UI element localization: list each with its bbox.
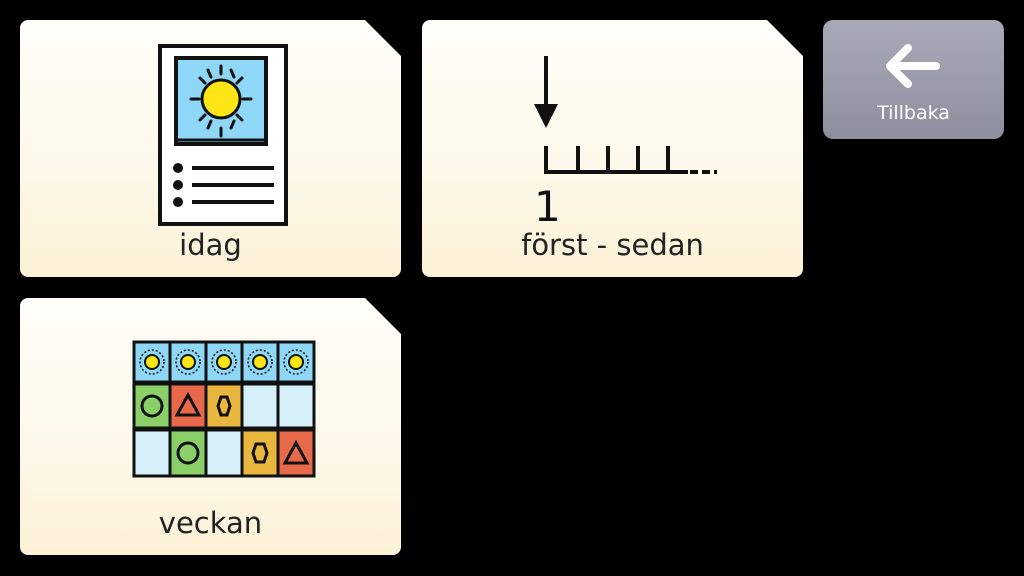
first-then-timeline-icon: 1 — [522, 54, 722, 229]
card-first-then[interactable]: 1 först - sedan — [422, 20, 803, 277]
daily-schedule-icon — [158, 44, 298, 229]
back-button-label: Tillbaka — [877, 102, 950, 124]
back-button[interactable]: Tillbaka — [823, 20, 1004, 139]
card-week-label: veckan — [158, 506, 263, 540]
weekly-schedule-icon — [132, 340, 318, 480]
arrow-left-icon — [886, 44, 940, 88]
card-today-label: idag — [179, 228, 242, 262]
card-first-then-label: först - sedan — [521, 228, 704, 262]
timeline-number: 1 — [534, 182, 561, 229]
card-today[interactable]: idag — [20, 20, 401, 277]
card-week[interactable]: veckan — [20, 298, 401, 555]
